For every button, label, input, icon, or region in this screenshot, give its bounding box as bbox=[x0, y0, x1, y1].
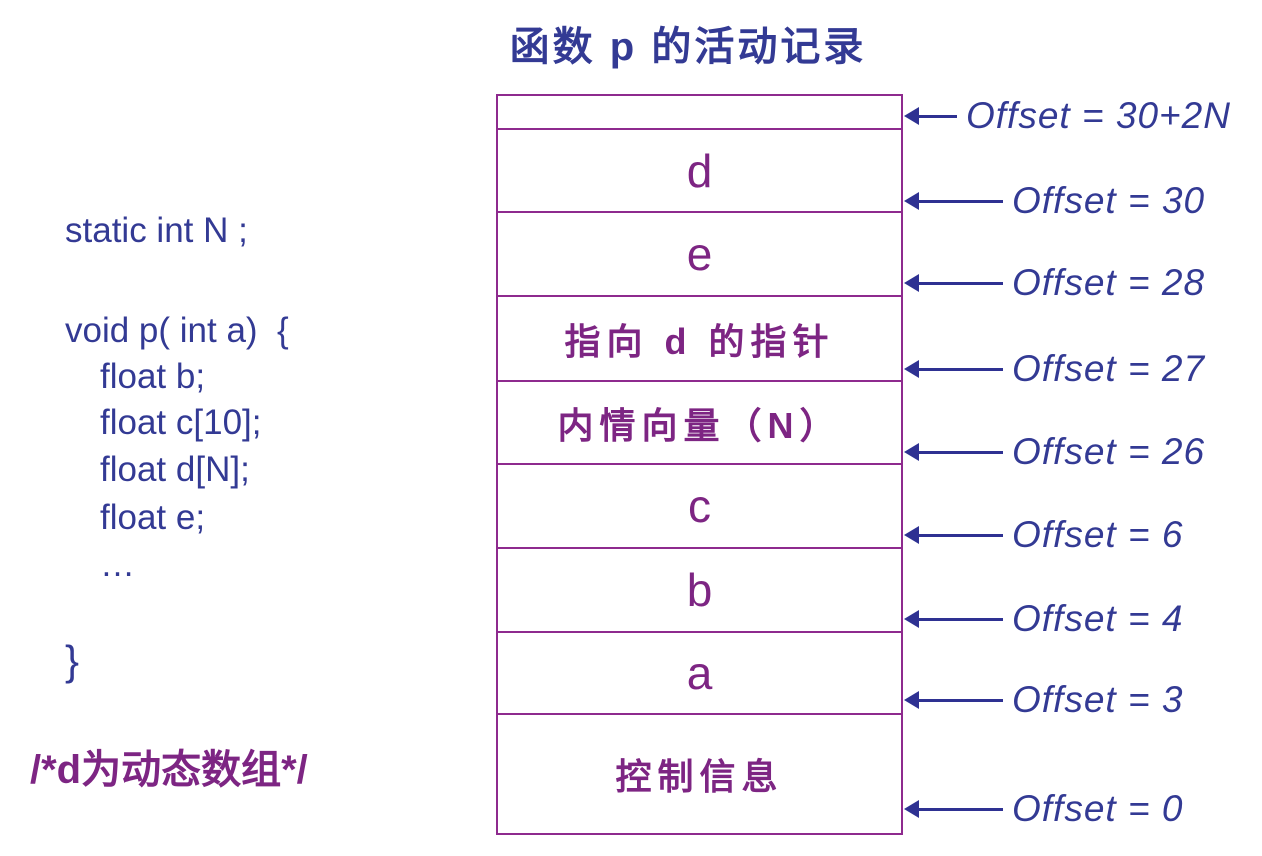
stack-cell-dope-vector: 内情向量（N） bbox=[498, 382, 901, 465]
offset-label: Offset = 27 bbox=[1012, 348, 1206, 389]
arrow-line bbox=[919, 807, 1003, 811]
left-arrow-icon bbox=[904, 192, 919, 210]
arrow-line bbox=[919, 533, 1003, 537]
code-line-static-int-n: static int N ; bbox=[65, 211, 248, 250]
offset-label: Offset = 28 bbox=[1012, 262, 1206, 303]
arrow-line bbox=[919, 698, 1003, 702]
code-line-float-c: float c[10]; bbox=[100, 403, 262, 442]
offset-label: Offset = 26 bbox=[1012, 431, 1206, 472]
left-arrow-icon bbox=[904, 107, 919, 125]
arrow-line bbox=[919, 281, 1003, 285]
offset-label: Offset = 3 bbox=[1012, 679, 1184, 720]
left-arrow-icon bbox=[904, 800, 919, 818]
cell-label: e bbox=[686, 228, 713, 280]
cell-label: a bbox=[686, 647, 713, 699]
cell-label: c bbox=[688, 480, 711, 532]
code-comment-dynamic-array: /*d为动态数组*/ bbox=[30, 748, 308, 792]
cell-label: 指向 d 的指针 bbox=[564, 320, 835, 362]
offset-label: Offset = 30+2N bbox=[966, 95, 1231, 136]
arrow-line bbox=[919, 617, 1003, 621]
left-arrow-icon bbox=[904, 443, 919, 461]
code-line-void-p: void p( int a) { bbox=[65, 311, 289, 350]
left-arrow-icon bbox=[904, 691, 919, 709]
left-arrow-icon bbox=[904, 526, 919, 544]
diagram-title: 函数 p 的活动记录 bbox=[509, 25, 867, 69]
stack-cell-a: a bbox=[498, 633, 901, 715]
offset-row-30-plus-2n: Offset = 30+2N bbox=[904, 95, 1231, 136]
stack-cell-top-empty bbox=[498, 96, 901, 130]
arrow-line bbox=[919, 367, 1003, 371]
offset-row-6: Offset = 6 bbox=[904, 514, 1184, 555]
offset-label: Offset = 4 bbox=[1012, 598, 1184, 639]
arrow-line bbox=[919, 199, 1003, 203]
cell-label: 控制信息 bbox=[615, 756, 784, 797]
left-arrow-icon bbox=[904, 274, 919, 292]
cell-label: d bbox=[686, 144, 713, 197]
code-line-float-d: float d[N]; bbox=[100, 450, 250, 489]
stack-cell-b: b bbox=[498, 549, 901, 633]
stack-cell-control-info: 控制信息 bbox=[498, 715, 901, 833]
cell-label: b bbox=[686, 564, 713, 616]
stack-cell-e: e bbox=[498, 213, 901, 297]
left-arrow-icon bbox=[904, 360, 919, 378]
offset-label: Offset = 30 bbox=[1012, 180, 1206, 221]
offset-label: Offset = 6 bbox=[1012, 514, 1184, 555]
stack-cell-pointer-to-d: 指向 d 的指针 bbox=[498, 297, 901, 382]
offset-row-27: Offset = 27 bbox=[904, 348, 1206, 389]
code-line-ellipsis: … bbox=[100, 545, 140, 584]
offset-row-28: Offset = 28 bbox=[904, 262, 1206, 303]
offset-row-0: Offset = 0 bbox=[904, 788, 1184, 829]
left-arrow-icon bbox=[904, 610, 919, 628]
offset-row-30: Offset = 30 bbox=[904, 180, 1206, 221]
offset-row-4: Offset = 4 bbox=[904, 598, 1184, 639]
arrow-line bbox=[919, 114, 957, 118]
stack-cell-d: d bbox=[498, 130, 901, 213]
offset-label: Offset = 0 bbox=[1012, 788, 1184, 829]
code-line-float-b: float b; bbox=[100, 357, 206, 396]
code-line-closing-brace: } bbox=[65, 637, 80, 684]
arrow-line bbox=[919, 450, 1003, 454]
activation-record-box: d e 指向 d 的指针 内情向量（N） c b a 控制信息 bbox=[496, 94, 903, 835]
cell-label: 内情向量（N） bbox=[557, 404, 842, 446]
stack-cell-c: c bbox=[498, 465, 901, 549]
offset-row-3: Offset = 3 bbox=[904, 679, 1184, 720]
code-line-float-e: float e; bbox=[100, 498, 206, 537]
offset-row-26: Offset = 26 bbox=[904, 431, 1206, 472]
